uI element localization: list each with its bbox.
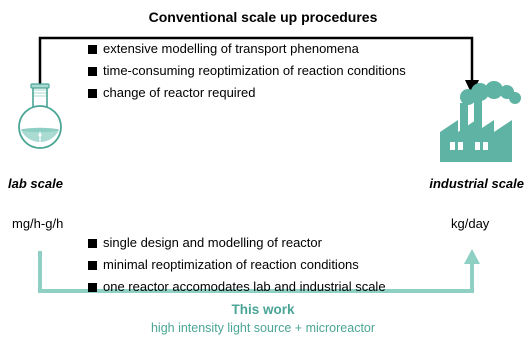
this-work-point: minimal reoptimization of reaction condi…	[88, 254, 386, 276]
this-work-point: single design and modelling of reactor	[88, 232, 386, 254]
industrial-rate: kg/day	[451, 216, 490, 231]
bullet-square-icon	[88, 44, 97, 54]
conventional-point: change of reactor required	[88, 82, 406, 104]
bullet-square-icon	[88, 282, 97, 292]
bullet-square-icon	[88, 66, 97, 76]
flask-icon	[18, 83, 62, 149]
conventional-point: extensive modelling of transport phenome…	[88, 38, 406, 60]
industrial-scale-label: industrial scale	[429, 176, 524, 191]
factory-icon	[440, 81, 521, 162]
bullet-square-icon	[88, 260, 97, 270]
lab-scale-label: lab scale	[8, 176, 63, 191]
this-work-point: one reactor accomodates lab and industri…	[88, 276, 386, 298]
lab-rate: mg/h-g/h	[12, 216, 64, 231]
conventional-arrow	[38, 36, 479, 95]
conventional-point: time-consuming reoptimization of reactio…	[88, 60, 406, 82]
this-work-subtitle: high intensity light source + microreact…	[150, 321, 376, 335]
this-work-points: single design and modelling of reactor m…	[88, 232, 386, 298]
conventional-points: extensive modelling of transport phenome…	[88, 38, 406, 104]
bullet-square-icon	[88, 238, 97, 248]
this-work-title: This work	[231, 302, 295, 317]
bullet-square-icon	[88, 88, 97, 98]
this-work-arrow	[38, 249, 480, 293]
diagram-title: Conventional scale up procedures	[148, 9, 378, 25]
